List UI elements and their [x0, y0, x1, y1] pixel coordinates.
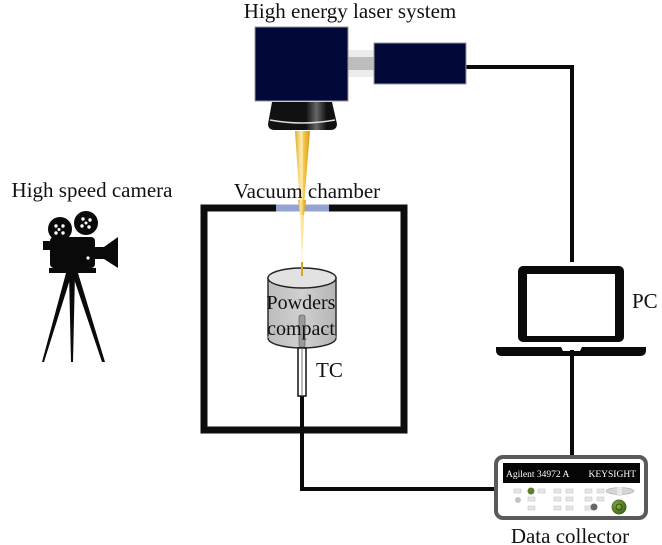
camera-icon — [42, 211, 118, 362]
laser-to-pc-wire — [466, 65, 574, 262]
powders-compact: Powders compact — [267, 262, 337, 349]
tc-label: TC — [316, 358, 343, 382]
sample-label-line1: Powders — [267, 292, 336, 314]
collector-display — [503, 463, 640, 483]
laser-system: High energy laser system — [244, 0, 467, 272]
collector-green-button — [527, 487, 535, 495]
thermocouple: TC — [297, 347, 343, 397]
laser-beam-through-window — [298, 200, 306, 215]
instrument-model: Agilent 34972 A — [506, 470, 569, 480]
sample-label-line2: compact — [267, 318, 335, 340]
laser-head — [254, 26, 349, 102]
collector-selector-stem — [617, 487, 622, 496]
collector-keypad — [513, 488, 605, 511]
camera-label: High speed camera — [12, 178, 174, 202]
pc-label: PC — [632, 289, 658, 313]
high-speed-camera: High speed camera — [12, 178, 174, 362]
laser-connector-core — [348, 57, 374, 70]
laser-nozzle-rim — [269, 119, 336, 124]
laser-label: High energy laser system — [244, 0, 456, 23]
tc-embedded — [298, 314, 306, 348]
laptop-icon — [496, 266, 646, 356]
instrument-brand: KEYSIGHT — [589, 470, 637, 480]
collector-knob — [611, 499, 627, 515]
vacuum-chamber: Vacuum chamber — [200, 179, 408, 434]
collector-knob-center — [615, 503, 623, 511]
laser-source-unit — [373, 42, 467, 85]
collector-dark-button — [590, 503, 598, 511]
tc-to-collector-wire — [300, 395, 496, 491]
collector-grey-button — [515, 497, 521, 503]
pc: PC — [496, 266, 658, 356]
wires — [300, 65, 574, 491]
chamber-label: Vacuum chamber — [234, 179, 380, 203]
data-collector: Agilent 34972 A KEYSIGHT Data collector — [494, 455, 648, 545]
laser-nozzle — [268, 102, 337, 130]
collector-label: Data collector — [511, 524, 629, 545]
